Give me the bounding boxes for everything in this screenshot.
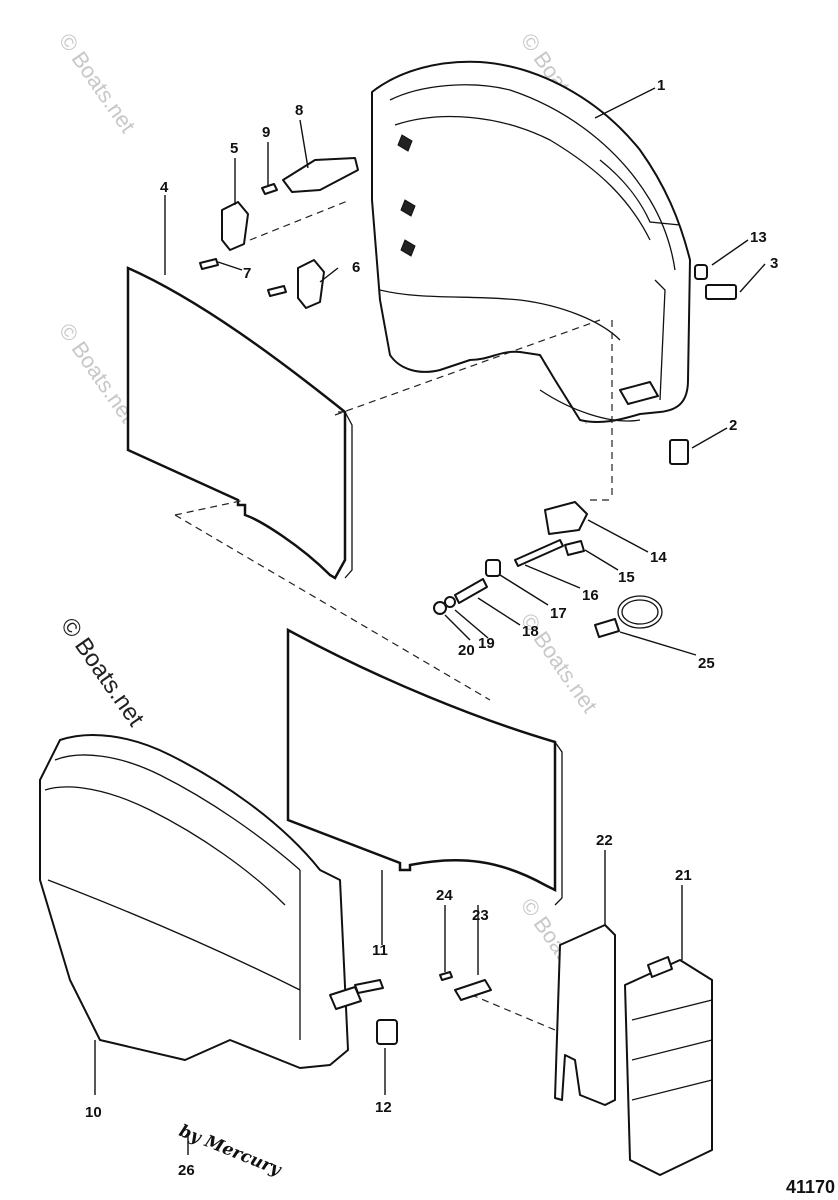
figure-reference-number: 41170 [786,1177,835,1197]
callout-5: 5 [230,140,238,157]
callout-9: 9 [262,124,270,141]
bracket-part-8 [282,157,359,193]
panel-part-11 [286,627,563,906]
leader-lines [94,87,766,1155]
pad-part-13 [694,264,708,280]
callout-18: 18 [522,623,539,640]
callout-1: 1 [657,77,665,94]
callout-13: 13 [750,229,767,246]
watermark-1: © Boats.net [54,29,141,138]
callout-22: 22 [596,832,613,849]
callout-20: 20 [458,642,475,659]
callout-7: 7 [243,265,251,282]
callout-10: 10 [85,1104,102,1121]
screw-part-7b [267,285,287,297]
screw-part-24 [439,971,453,981]
latch-part-14 [544,501,588,535]
nut-part-20 [433,601,447,615]
callout-4: 4 [160,179,169,196]
shaft-part-16 [514,539,564,567]
panel-part-4 [126,266,353,580]
pad-part-12 [376,1019,398,1045]
screw-part-7a [199,258,219,270]
callout-26: 26 [178,1162,195,1179]
latch-part-6 [297,259,325,309]
callout-25: 25 [698,655,715,672]
callout-24: 24 [436,887,453,904]
callout-14: 14 [650,549,667,566]
watermark-prominent: © Boats.net [55,613,149,732]
callout-16: 16 [582,587,599,604]
callout-12: 12 [375,1099,392,1116]
callout-21: 21 [675,867,692,884]
callout-17: 17 [550,605,567,622]
lower-cowl-part-10 [39,734,384,1069]
callout-15: 15 [618,569,635,586]
assembly-guide-lines [174,199,613,1031]
gasket-part-22 [554,924,616,1106]
cover-part-21 [624,956,713,1176]
callout-3: 3 [770,255,778,272]
callout-8: 8 [295,102,303,119]
callout-6: 6 [352,259,360,276]
upper-cowl-part-1 [371,60,691,424]
spring-part-18 [454,578,488,604]
bolt-part-15 [564,540,585,556]
callout-23: 23 [472,907,489,924]
pad-part-2 [669,439,689,465]
washer-part-19 [444,596,456,608]
screw-part-9 [261,183,278,195]
callout-2: 2 [729,417,737,434]
bushing-part-17 [485,559,501,577]
pad-part-3 [705,284,737,300]
clip-part-23 [454,979,492,1001]
cable-part-25 [594,595,663,638]
callout-labels: 1 2 3 4 5 6 7 8 9 10 11 12 13 14 15 16 1… [85,77,778,1179]
callout-19: 19 [478,635,495,652]
hardware-parts [199,157,737,1176]
latch-part-5 [221,201,249,251]
callout-11: 11 [372,942,388,959]
